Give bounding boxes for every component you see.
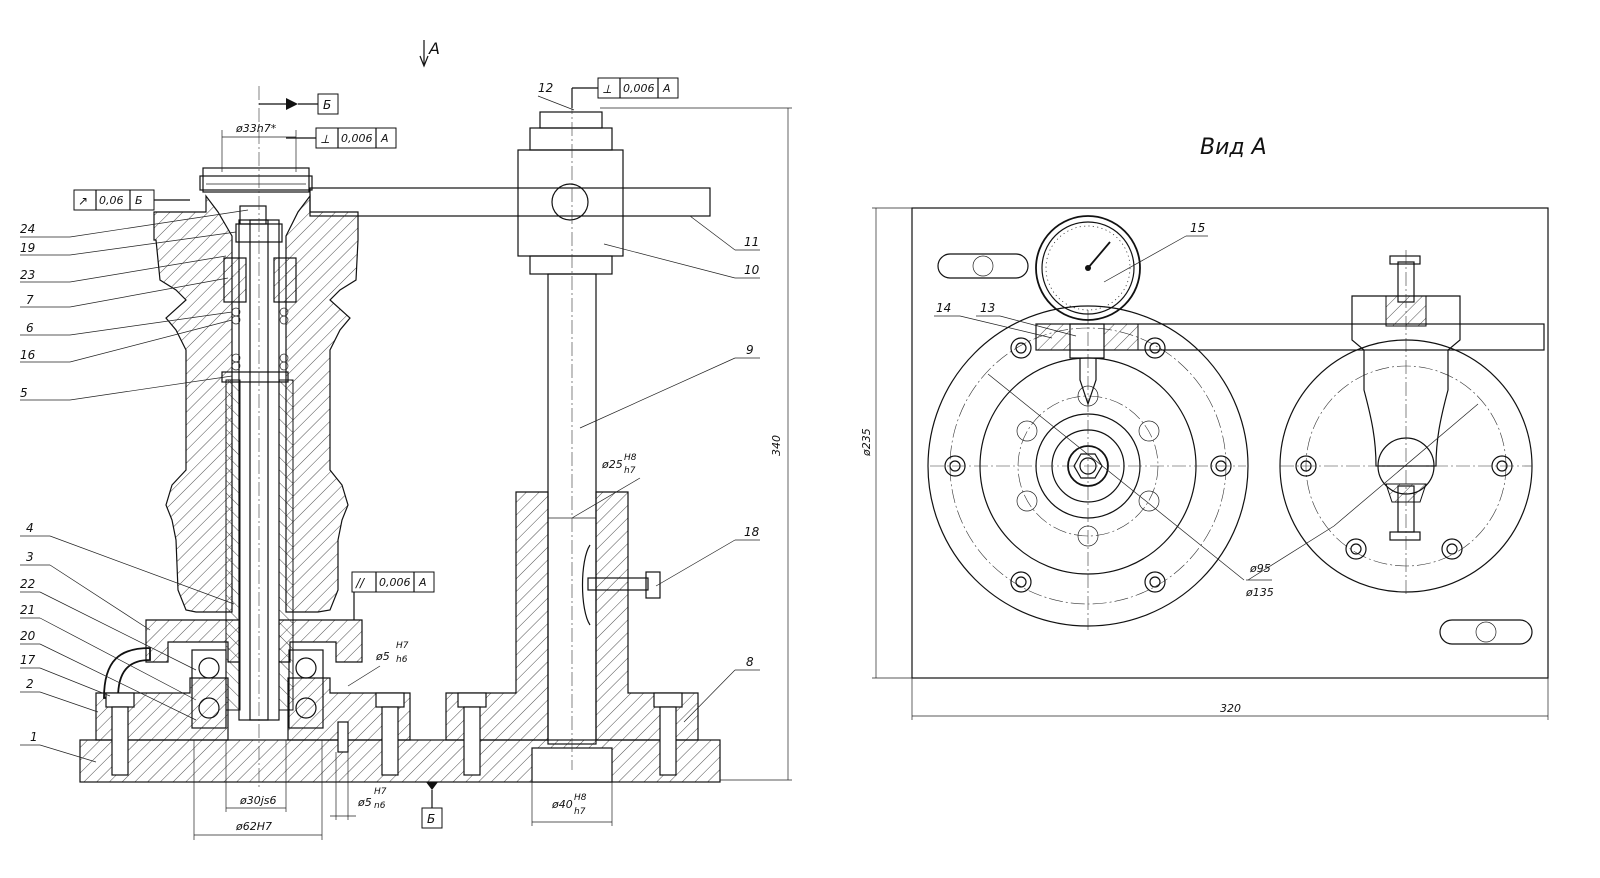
svg-text:14: 14 xyxy=(936,301,951,315)
svg-text:0,06: 0,06 xyxy=(99,194,124,207)
svg-text:15: 15 xyxy=(1190,221,1205,235)
svg-text:12: 12 xyxy=(538,81,553,95)
view-title: Вид А xyxy=(1200,135,1267,160)
tolerance-frame-2: ⟂ 0,006 А xyxy=(286,127,397,149)
svg-text:16: 16 xyxy=(20,348,36,362)
svg-text:H7: H7 xyxy=(374,787,387,797)
svg-text:9: 9 xyxy=(746,343,754,357)
view-a-base xyxy=(911,207,1549,679)
svg-text:8: 8 xyxy=(746,655,754,669)
svg-text:18: 18 xyxy=(744,525,760,539)
tolerance-frame-3: ↗ 0,06 Б xyxy=(73,189,190,211)
svg-text:А: А xyxy=(418,576,427,589)
svg-text:H7: H7 xyxy=(396,641,409,651)
svg-text:10: 10 xyxy=(744,263,760,277)
view-arrow-label: А xyxy=(428,39,440,58)
svg-text://: // xyxy=(355,576,366,590)
svg-text:⟂: ⟂ xyxy=(603,82,612,96)
svg-text:h6: h6 xyxy=(396,655,408,665)
datum-b-bottom: Б xyxy=(421,782,443,829)
dim-d95: ø95 xyxy=(1249,562,1271,575)
dimension-lines: ø33h7* 340 ø25 H8 h7 ø5 H7 h6 ø30js6 ø62… xyxy=(193,107,792,840)
section-view: А Б Б ⟂ 0,006 А xyxy=(20,39,792,840)
svg-text:H8: H8 xyxy=(624,453,637,463)
datum-b-top: Б xyxy=(259,93,339,115)
dim-d30: ø30js6 xyxy=(239,794,277,807)
svg-text:n6: n6 xyxy=(374,801,386,811)
svg-text:0,006: 0,006 xyxy=(379,576,411,589)
view-arrow-a: А xyxy=(419,39,440,68)
svg-text:11: 11 xyxy=(744,235,759,249)
svg-text:7: 7 xyxy=(26,293,34,307)
svg-text:h7: h7 xyxy=(624,466,636,476)
indicator-arm xyxy=(309,187,711,217)
svg-text:ø25: ø25 xyxy=(601,458,623,471)
column-body xyxy=(153,194,233,613)
dial-indicator xyxy=(1035,215,1141,321)
svg-text:2: 2 xyxy=(26,677,34,691)
tolerance-frame-4: // 0,006 А xyxy=(351,571,435,620)
svg-text:А: А xyxy=(380,132,389,145)
svg-text:4: 4 xyxy=(26,521,34,535)
dim-w320: 320 xyxy=(1220,702,1241,715)
part-leaders-right xyxy=(537,95,760,723)
dim-h340: 340 xyxy=(770,435,783,456)
slots xyxy=(937,253,1533,645)
dim-d135: ø135 xyxy=(1245,586,1274,599)
svg-text:5: 5 xyxy=(20,386,28,400)
svg-text:1: 1 xyxy=(30,730,38,744)
svg-text:↗: ↗ xyxy=(78,194,88,208)
base-plate xyxy=(79,739,721,783)
svg-text:H8: H8 xyxy=(574,793,587,803)
dim-d62: ø62H7 xyxy=(235,820,272,833)
svg-text:0,006: 0,006 xyxy=(623,82,655,95)
svg-text:ø5: ø5 xyxy=(375,650,390,663)
svg-text:20: 20 xyxy=(20,629,36,643)
svg-text:24: 24 xyxy=(20,222,35,236)
svg-text:Б: Б xyxy=(323,98,331,112)
svg-text:3: 3 xyxy=(26,550,34,564)
svg-text:17: 17 xyxy=(20,653,36,667)
column-stand xyxy=(445,491,549,741)
bolts xyxy=(105,692,683,776)
view-a: Вид А xyxy=(860,135,1549,720)
svg-text:Б: Б xyxy=(135,194,143,207)
svg-text:Б: Б xyxy=(427,812,435,826)
svg-text:23: 23 xyxy=(20,268,35,282)
svg-text:А: А xyxy=(662,82,671,95)
view-a-dimensions: ø235 320 ø135 ø95 xyxy=(860,207,1549,720)
tolerance-frame-1: ⟂ 0,006 А xyxy=(571,77,679,108)
svg-text:22: 22 xyxy=(20,577,35,591)
dim-d33: ø33h7* xyxy=(235,122,277,135)
svg-text:h7: h7 xyxy=(574,807,586,817)
svg-text:ø5: ø5 xyxy=(357,796,372,809)
part-leaders-left xyxy=(20,209,249,763)
dim-d235: ø235 xyxy=(860,428,873,457)
svg-text:13: 13 xyxy=(980,301,995,315)
svg-text:19: 19 xyxy=(20,241,35,255)
svg-text:0,006: 0,006 xyxy=(341,132,373,145)
clamp-block xyxy=(517,149,624,257)
view-a-leaders xyxy=(934,235,1208,339)
svg-text:ø40: ø40 xyxy=(551,798,573,811)
right-flange xyxy=(1279,250,1533,596)
svg-text:6: 6 xyxy=(26,321,34,335)
svg-text:21: 21 xyxy=(20,603,35,617)
svg-text:⟂: ⟂ xyxy=(321,132,330,146)
left-flange xyxy=(927,305,1249,630)
